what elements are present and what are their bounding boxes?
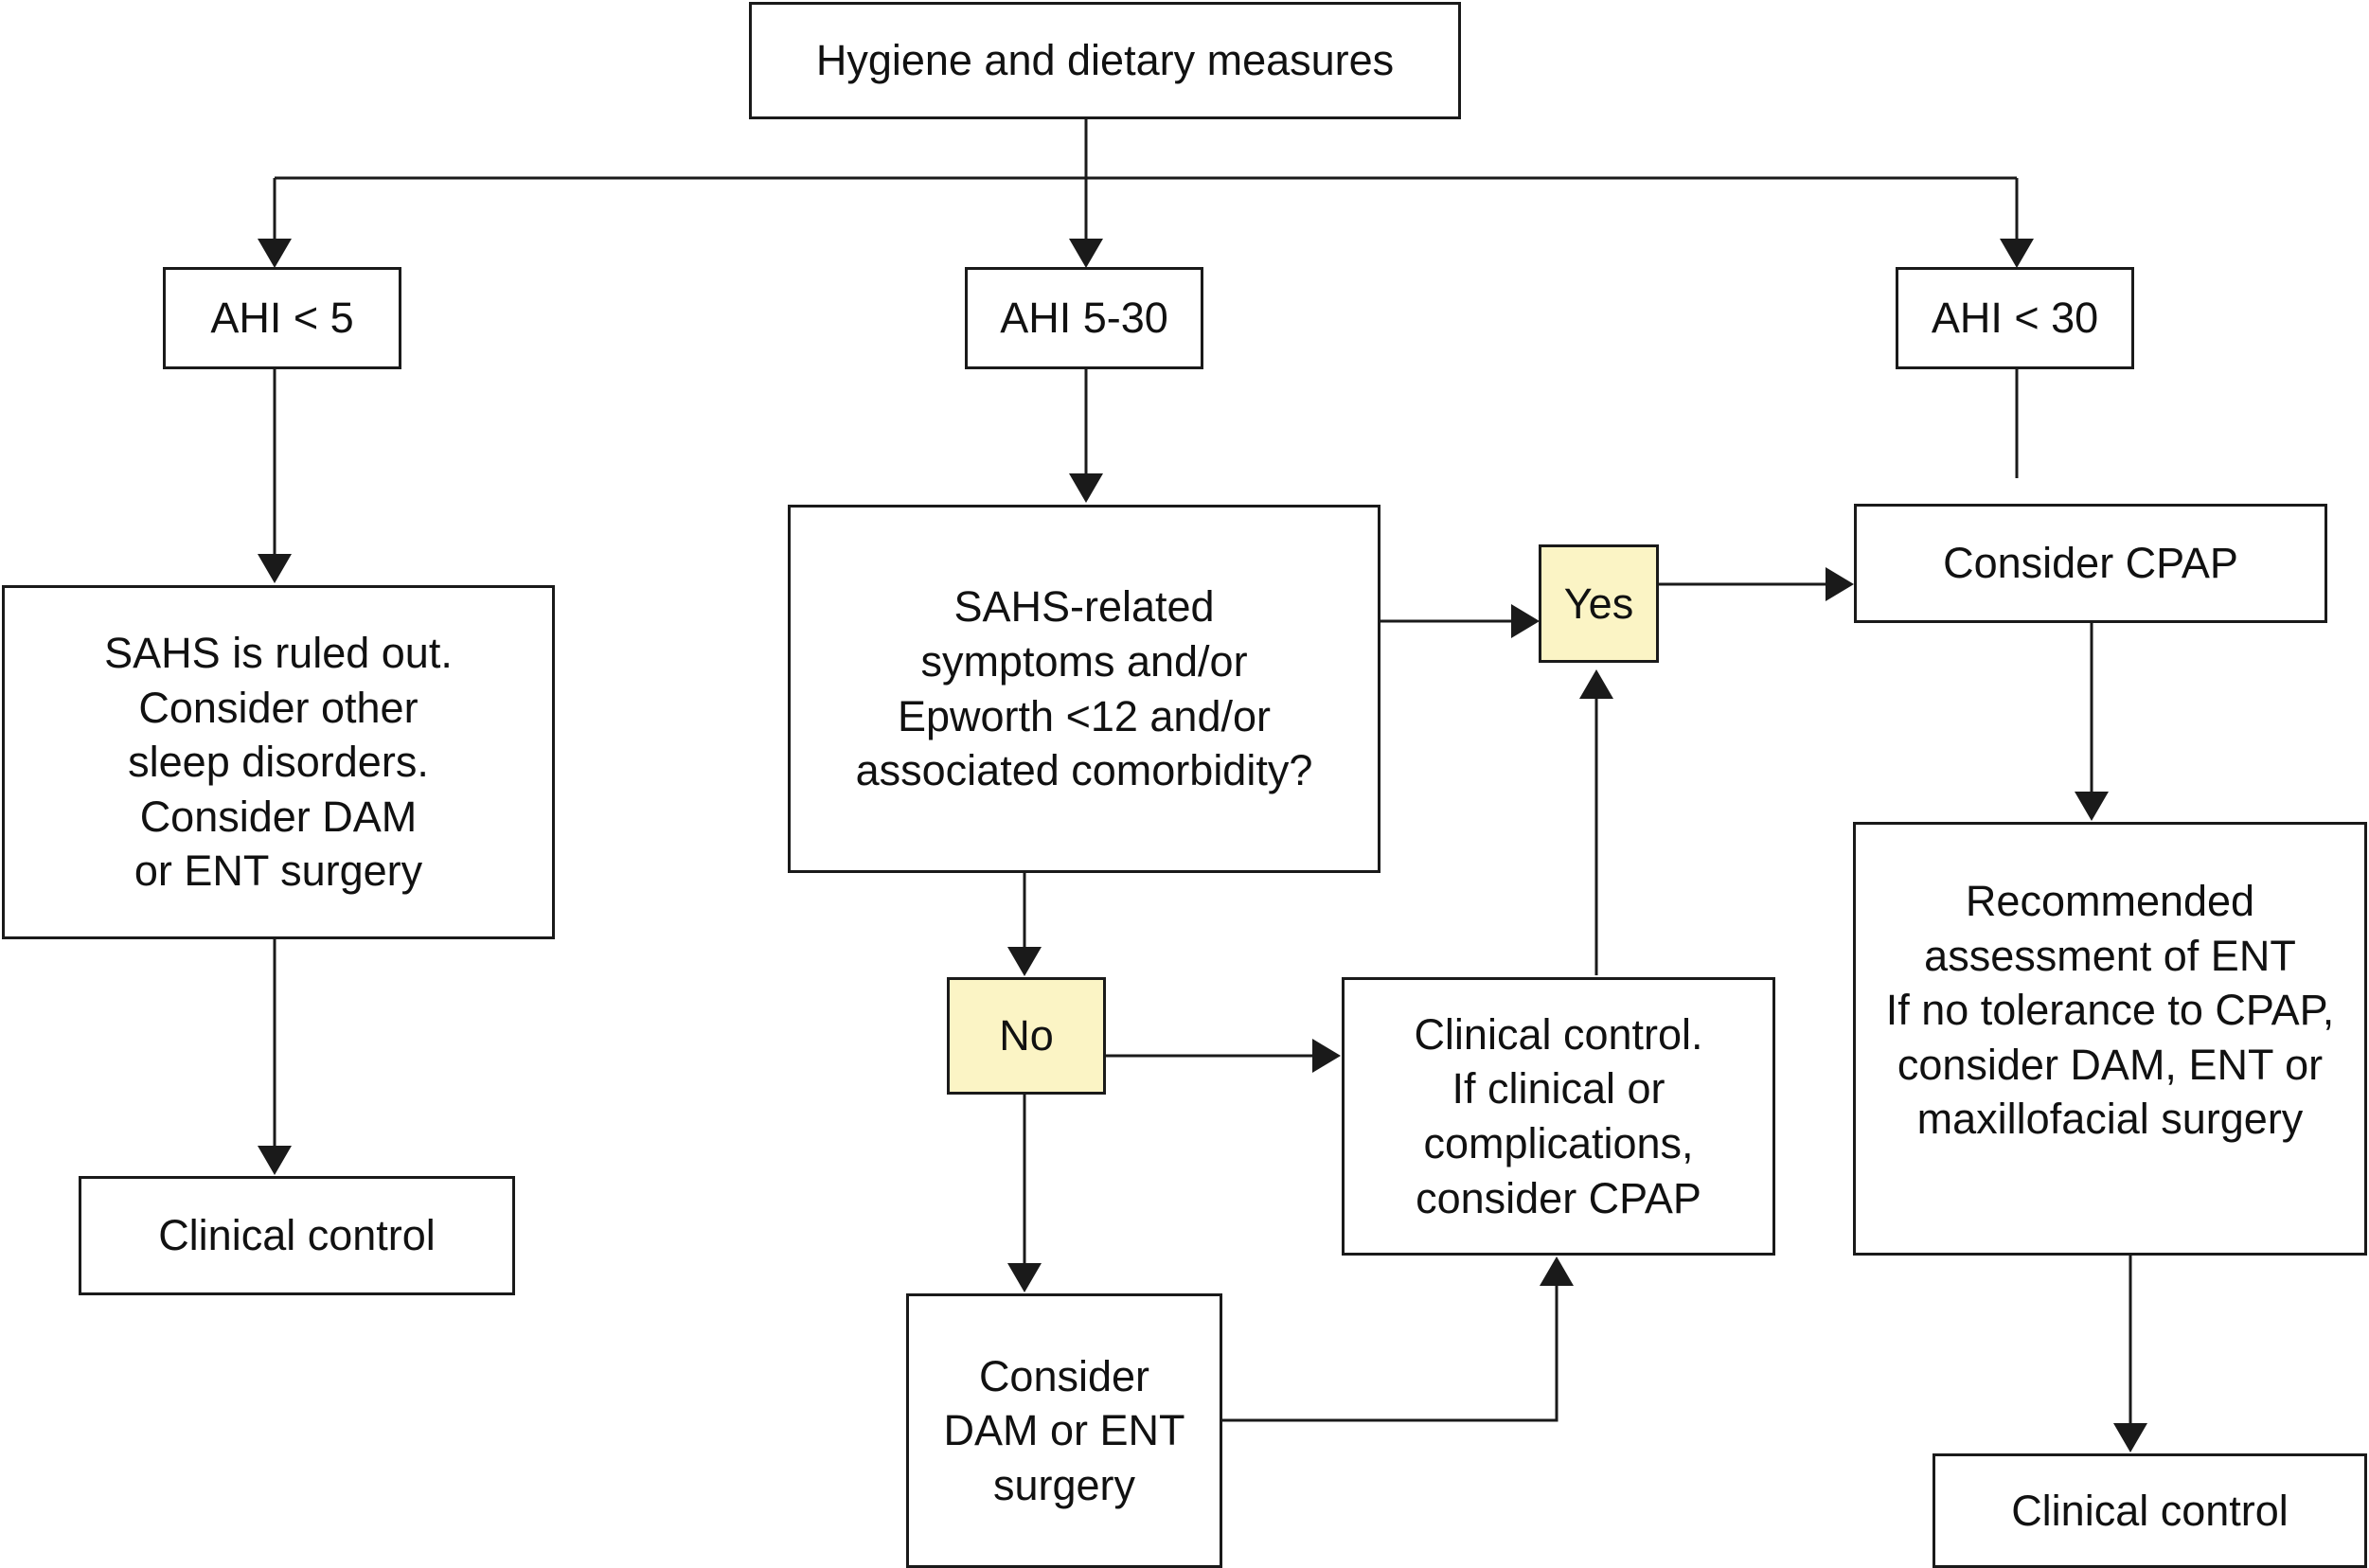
arrowhead-clinical-control-left [258,1146,292,1175]
arrowhead-yes-from-question [1511,604,1540,638]
arrowhead-ahi-5-30 [1069,239,1103,268]
ahi-5-30-box: AHI 5-30 [965,267,1203,369]
clinical-control-left-box: Clinical control [79,1176,515,1295]
sahs-ruled-out-label: SAHS is ruled out. Consider other sleep … [104,629,453,896]
sahs-question-box: SAHS-related symptoms and/or Epworth <12… [788,505,1380,873]
arrowhead-sahs-ruled-out [258,554,292,583]
consider-dam-ent-label: Consider DAM or ENT surgery [943,1351,1185,1509]
arrowhead-clinical-control-right [2113,1423,2147,1452]
hygiene-measures-box: Hygiene and dietary measures [749,2,1461,119]
yes-decision-box: Yes [1539,544,1659,663]
ahi-lt5-box: AHI < 5 [163,267,401,369]
ahi-5-30-label: AHI 5-30 [1000,294,1168,343]
ahi-lt30-label: AHI < 30 [1931,294,2099,343]
recommended-ent-label: Recommended assessment of ENT If no tole… [1885,877,2335,1144]
clinical-control-mid-box: Clinical control. If clinical or complic… [1342,977,1775,1256]
recommended-ent-box: Recommended assessment of ENT If no tole… [1853,822,2367,1256]
clinical-control-left-label: Clinical control [158,1211,436,1260]
arrowhead-consider-cpap-from-yes [1826,567,1854,601]
arrowhead-consider-dam-ent [1007,1263,1042,1292]
clinical-control-mid-label: Clinical control. If clinical or complic… [1414,1009,1703,1222]
consider-dam-ent-box: Consider DAM or ENT surgery [906,1293,1222,1568]
no-label: No [999,1011,1054,1060]
yes-label: Yes [1563,579,1634,628]
consider-cpap-box: Consider CPAP [1854,504,2327,623]
consider-cpap-label: Consider CPAP [1943,539,2238,588]
clinical-control-right-box: Clinical control [1933,1453,2367,1568]
sahs-ruled-out-box: SAHS is ruled out. Consider other sleep … [2,585,555,939]
ahi-lt5-label: AHI < 5 [210,294,354,343]
no-decision-box: No [947,977,1106,1095]
arrowhead-clinical-control-mid-from-no [1312,1039,1341,1073]
arrowhead-ahi-lt5 [258,239,292,268]
hygiene-measures-label: Hygiene and dietary measures [815,36,1395,85]
connector-dam-to-clinical [1221,1261,1559,1422]
sahs-question-label: SAHS-related symptoms and/or Epworth <12… [855,582,1313,795]
arrowhead-sahs-question [1069,473,1103,503]
clinical-control-right-label: Clinical control [2011,1486,2289,1535]
arrowhead-ahi-lt30 [2000,239,2034,268]
arrowhead-recommended-ent [2075,792,2109,821]
ahi-lt30-box: AHI < 30 [1896,267,2134,369]
arrowhead-no [1007,947,1042,976]
